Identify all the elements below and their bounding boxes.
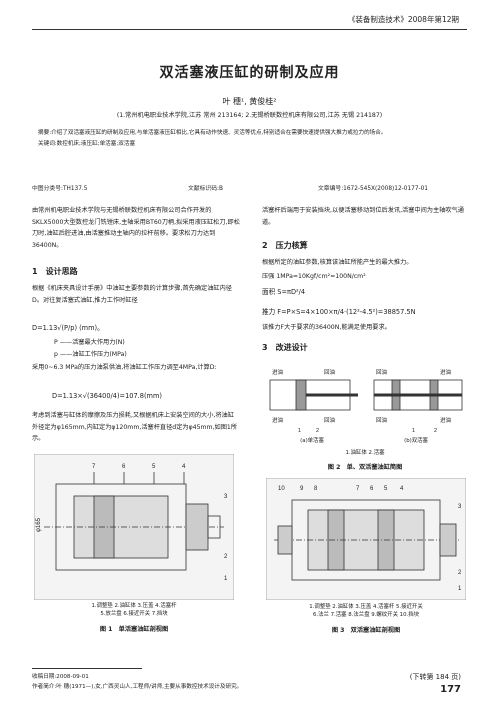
svg-text:1: 1 bbox=[458, 586, 462, 592]
fig2-label-3: 回油 bbox=[324, 416, 336, 424]
svg-text:1: 1 bbox=[298, 428, 301, 434]
svg-text:5: 5 bbox=[384, 486, 388, 492]
figure-1-title: 图 1 单活塞油缸剖视图 bbox=[99, 626, 169, 633]
svg-text:6: 6 bbox=[370, 486, 374, 492]
thrust-conclusion: 该推力F大于要求的36400N,能满足使用要求。 bbox=[262, 324, 391, 331]
svg-text:8: 8 bbox=[314, 486, 318, 492]
figure-2b-caption: (b)双活塞 bbox=[404, 438, 428, 444]
svg-text:2: 2 bbox=[458, 570, 462, 576]
section-3-heading: 3 改进设计 bbox=[262, 343, 308, 352]
svg-text:7: 7 bbox=[356, 486, 360, 492]
section-1-heading: 1 设计思路 bbox=[32, 267, 78, 276]
fig2-label-4: 回油 bbox=[376, 368, 388, 376]
fig2-label-6: 回油 bbox=[376, 416, 388, 424]
figure-3-drawing: 10 9 8 7 6 5 4 3 2 1 bbox=[266, 478, 466, 600]
figure-2-legend: 1.油缸体 2.活塞 bbox=[345, 450, 385, 456]
article-number: 文章编号:1672-545X(2008)12-0177-01 bbox=[318, 186, 428, 192]
abstract: 摘要:介绍了双活塞液压缸的研制及应用,与单活塞液压缸相比,它具有动作快速、灵活等… bbox=[38, 130, 387, 136]
svg-text:2: 2 bbox=[224, 554, 228, 560]
figure-1-drawing: 7 6 5 4 3 2 1 φ165 bbox=[34, 454, 234, 600]
area-formula: 面积 S=πD²/4 bbox=[262, 288, 306, 296]
figure-3-legend: 1.调整垫 2.油缸体 3.压盖 4.活塞杆 5.接近开关 6.法兰 7.活塞 … bbox=[309, 604, 423, 618]
section-2-heading: 2 压力核算 bbox=[262, 241, 308, 250]
svg-text:2: 2 bbox=[434, 428, 437, 434]
figure-1-legend: 1.调整垫 2.油缸体 3.压盖 4.活塞杆 5.放兰盘 6.接近开关 7.挡块 bbox=[91, 603, 177, 617]
check-paragraph: 根据所定的油缸参数,核算该油缸所能产生的最大推力。 bbox=[262, 259, 413, 266]
svg-text:4: 4 bbox=[182, 464, 186, 470]
pressure-unit: 压强 1MPa=10Kgf/cm²=100N/cm² bbox=[262, 273, 366, 280]
affiliation: (1.常州机电职业技术学院,江苏 常州 213164; 2.无锡桥联数控机床有限… bbox=[116, 112, 383, 119]
figure-2-title: 图 2 单、双活塞油缸简图 bbox=[327, 464, 403, 471]
authors: 叶 穗¹, 黄俊桂² bbox=[222, 97, 277, 106]
thrust-formula: 推力 F=P×S=4×100×π/4·(12²-4.5²)=38857.5N bbox=[262, 308, 416, 316]
svg-text:5: 5 bbox=[152, 464, 156, 470]
svg-text:4: 4 bbox=[400, 486, 404, 492]
svg-text:1: 1 bbox=[224, 576, 228, 582]
svg-text:10: 10 bbox=[278, 486, 285, 492]
svg-text:3: 3 bbox=[458, 504, 462, 510]
page-number: 177 bbox=[440, 684, 461, 695]
diameter-formula: D=1.13√(P/p) (mm)。 bbox=[32, 324, 104, 332]
article-title: 双活塞液压缸的研制及应用 bbox=[159, 65, 340, 81]
dimension-paragraph: 考虑到活塞与缸体的摩擦及压力损耗,又根据机床上安装空间的大小,将油缸外径定为φ1… bbox=[32, 412, 238, 443]
keywords: 关键词:数控机床;液压缸;单活塞;双活塞 bbox=[38, 141, 136, 147]
fig2-label-1: 回油 bbox=[324, 368, 336, 376]
abstract-block: 摘要:介绍了双活塞液压缸的研制及应用,与单活塞液压缸相比,它具有动作快速、灵活等… bbox=[38, 128, 458, 150]
fig2-label-2: 进油 bbox=[272, 416, 284, 424]
rod-paragraph: 活塞杆后端用于安装挡块,以便活塞移动到位后发讯,活塞中间为主轴吹气通道。 bbox=[262, 207, 464, 226]
footnote-rule bbox=[32, 668, 142, 669]
design-paragraph: 根据《机床夹具设计手册》中油缸主要参数的计算步骤,首先确定油缸内径D。对往复活塞… bbox=[32, 285, 232, 304]
fig2-label-7: 进油 bbox=[440, 416, 452, 424]
svg-text:7: 7 bbox=[92, 464, 96, 470]
diameter-calculation: D=1.13×√(36400/4)=107.8(mm) bbox=[52, 392, 162, 400]
intro-paragraph: 由常州机电职业技术学院与无锡桥联数控机床有限公司合作开发的SKLX5000大型数… bbox=[32, 207, 240, 249]
pressure-paragraph: 采用0~6.3 MPa的压力油泵供油,将油缸工作压力调至4MPa,计算D: bbox=[32, 364, 217, 371]
svg-text:6: 6 bbox=[122, 464, 126, 470]
class-number: 中图分类号:TH137.5 bbox=[32, 186, 88, 192]
definition-force: P ——活塞最大作用力(N) bbox=[54, 339, 125, 346]
svg-text:2: 2 bbox=[316, 428, 319, 434]
svg-text:9: 9 bbox=[300, 486, 304, 492]
header-rule bbox=[32, 29, 467, 30]
footnotes: 收稿日期:2008-09-01 作者简介:叶 穗(1971—),女,广西灵山人,… bbox=[32, 672, 242, 692]
fig2-label-0: 进油 bbox=[272, 368, 284, 376]
svg-text:φ165: φ165 bbox=[36, 517, 42, 532]
svg-text:1: 1 bbox=[412, 428, 415, 434]
continued-note: (下转第 184 页) bbox=[409, 673, 461, 681]
fig2-label-5: 进油 bbox=[440, 368, 452, 376]
journal-header: 《装备制造技术》2008年第12期 bbox=[347, 15, 459, 24]
svg-text:3: 3 bbox=[224, 494, 228, 500]
definition-pressure: p ——油缸工作压力(MPa) bbox=[54, 351, 127, 358]
author-bio: 作者简介:叶 穗(1971—),女,广西灵山人,工程师/讲师,主要从事数控技术设… bbox=[32, 684, 243, 690]
received-date: 收稿日期:2008-09-01 bbox=[32, 674, 89, 680]
figure-2a-caption: (a)单活塞 bbox=[300, 438, 324, 444]
figure-2-drawing: 进油 回油 进油 回油 回油 进油 回油 进油 1 2 1 2 bbox=[269, 368, 463, 434]
figure-3-title: 图 3 双活塞油缸剖视图 bbox=[331, 627, 401, 634]
document-code: 文献标识码:B bbox=[188, 186, 223, 192]
